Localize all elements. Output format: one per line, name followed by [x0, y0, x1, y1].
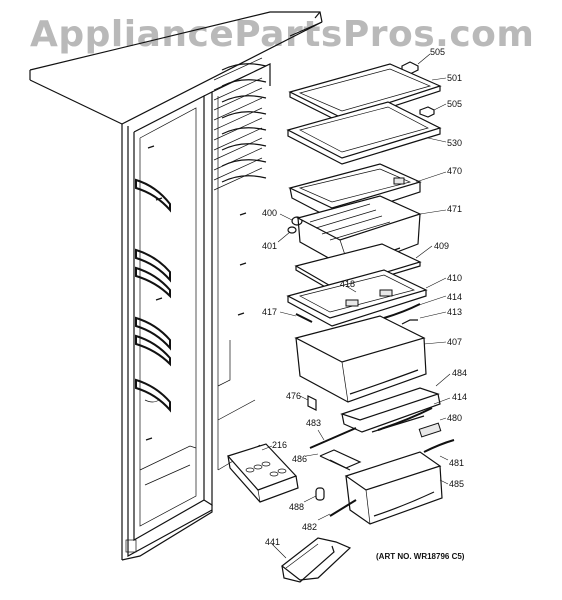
callout-483: 483 — [306, 418, 322, 428]
callout-471: 471 — [447, 204, 463, 214]
callout-400: 400 — [262, 208, 278, 218]
part-505-side-stop — [419, 103, 447, 118]
callout-480: 480 — [447, 413, 463, 423]
callout-417: 417 — [262, 307, 278, 317]
part-488-482-pins — [303, 487, 357, 521]
callout-505: 505 — [430, 47, 446, 57]
refrigerator-cabinet — [29, 11, 323, 561]
callout-476: 476 — [286, 391, 302, 401]
part-484-drawer-front — [340, 373, 451, 433]
callout-484: 484 — [452, 368, 468, 378]
part-476-clip — [299, 395, 317, 411]
part-485-lower-drawer — [344, 451, 449, 525]
callout-407: 407 — [447, 337, 463, 347]
callout-418: 418 — [340, 279, 356, 289]
part-480-drawer-slides — [305, 415, 455, 471]
callout-216: 216 — [272, 440, 288, 450]
watermark: AppliancePartsPros.com — [30, 14, 535, 55]
callout-505: 505 — [447, 99, 463, 109]
callout-401: 401 — [262, 241, 278, 251]
part-216-dairy-bin — [226, 443, 299, 503]
callout-486: 486 — [292, 454, 308, 464]
callout-409: 409 — [434, 241, 450, 251]
callout-414: 414 — [452, 392, 468, 402]
callout-481: 481 — [449, 458, 465, 468]
callout-488: 488 — [289, 502, 305, 512]
callout-482: 482 — [302, 522, 318, 532]
part-410-cover-frame — [279, 269, 447, 327]
callout-501: 501 — [447, 73, 463, 83]
art-number-note: (ART NO. WR18796 C5) — [376, 552, 465, 561]
callout-470: 470 — [447, 166, 463, 176]
callout-485: 485 — [449, 479, 465, 489]
part-530-shelf-frame — [286, 101, 447, 165]
callout-441: 441 — [265, 537, 281, 547]
callout-410: 410 — [447, 273, 463, 283]
callout-414: 414 — [447, 292, 463, 302]
callout-413: 413 — [447, 307, 463, 317]
part-407-crisper-drawer — [294, 315, 447, 403]
callout-530: 530 — [447, 138, 463, 148]
part-441-door-bin — [271, 537, 352, 583]
